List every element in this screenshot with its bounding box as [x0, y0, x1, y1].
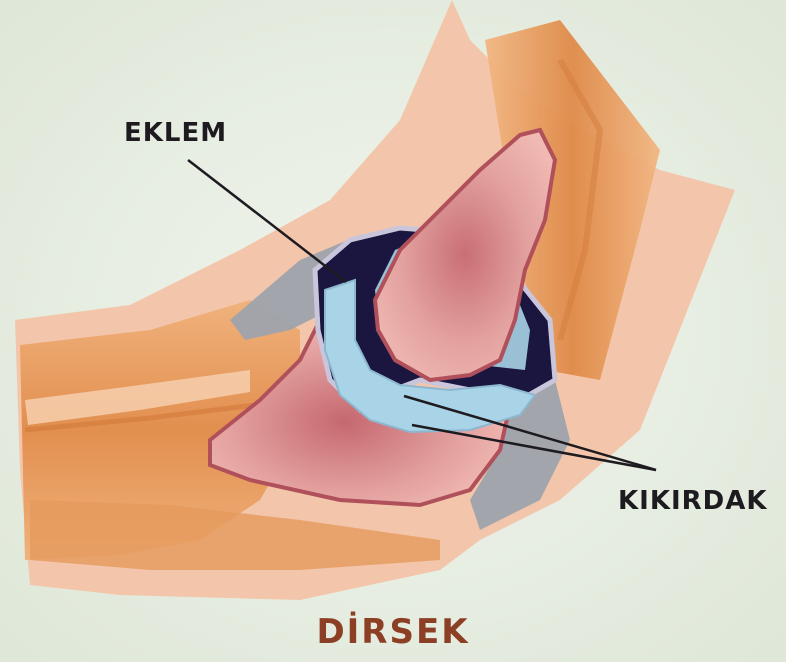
cartilage-label: KIKIRDAK — [618, 486, 768, 516]
figure-caption: DİRSEK — [0, 612, 786, 652]
joint-label: EKLEM — [124, 118, 227, 148]
